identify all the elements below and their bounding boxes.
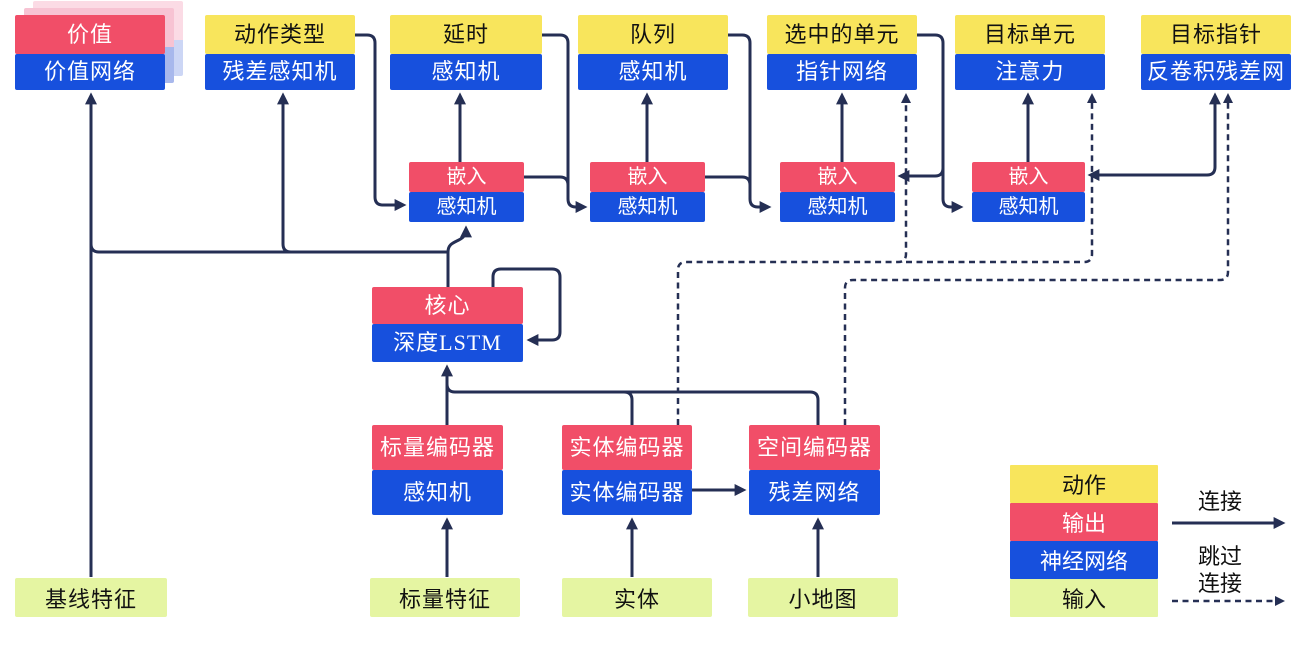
input-entities: 实体 (562, 578, 712, 617)
conn-spatial-encoder-to-core (445, 374, 820, 425)
conn-embed2-merge (705, 175, 752, 186)
node-value: 价值 价值网络 (15, 15, 165, 90)
conn-entity-encoder-to-core (623, 390, 634, 425)
legend-skip-label-line2: 连接 (1197, 571, 1242, 596)
node-embedding-2: 嵌入 感知机 (590, 162, 705, 222)
input-minimap: 小地图 (748, 578, 898, 617)
entity-encoder-network-label: 实体编码器 (562, 470, 692, 515)
entity-encoder-label: 实体编码器 (562, 425, 692, 470)
node-target-unit: 目标单元 注意力 (955, 15, 1105, 90)
node-core: 核心 深度LSTM (372, 287, 523, 362)
conn-action-type-to-embed1 (355, 33, 407, 211)
embedding-4-network-label: 感知机 (972, 192, 1085, 222)
queue-label: 队列 (578, 15, 728, 54)
conn-core-to-embed1 (446, 225, 472, 253)
legend-output: 输出 (1010, 503, 1158, 541)
queue-network-label: 感知机 (578, 54, 728, 90)
conn-queue-to-embed3 (728, 33, 772, 213)
legend-input: 输入 (1010, 579, 1158, 617)
node-entity-encoder: 实体编码器 实体编码器 (562, 425, 692, 515)
action-type-network-label: 残差感知机 (205, 54, 355, 90)
target-pointer-network-label: 反卷积残差网 (1141, 54, 1291, 90)
target-unit-label: 目标单元 (955, 15, 1105, 54)
node-scalar-encoder: 标量编码器 感知机 (372, 425, 503, 515)
delay-label: 延时 (390, 15, 542, 54)
embedding-1-label: 嵌入 (409, 162, 524, 192)
skip-spatial-to-target-pointer (843, 93, 1233, 425)
node-spatial-encoder: 空间编码器 残差网络 (749, 425, 880, 515)
legend-solid-arrow-label: 连接 (1197, 489, 1242, 514)
conn-delay-to-embed2 (542, 33, 588, 213)
core-network-label: 深度LSTM (372, 324, 523, 362)
conn-core-to-action-type (277, 92, 292, 254)
scalar-encoder-network-label: 感知机 (372, 470, 503, 515)
node-target-pointer: 目标指针 反卷积残差网 (1141, 15, 1291, 90)
node-delay: 延时 感知机 (390, 15, 542, 90)
legend-network: 神经网络 (1010, 541, 1158, 579)
node-embedding-1: 嵌入 感知机 (409, 162, 524, 222)
node-selected-units: 选中的单元 指针网络 (767, 15, 917, 90)
node-queue: 队列 感知机 (578, 15, 728, 90)
input-scalar-features: 标量特征 (370, 578, 520, 617)
node-embedding-3: 嵌入 感知机 (780, 162, 895, 222)
embedding-3-network-label: 感知机 (780, 192, 895, 222)
action-type-label: 动作类型 (205, 15, 355, 54)
conn-core-to-left (89, 243, 448, 254)
legend-skip-label-line1: 跳过 (1197, 544, 1242, 569)
embedding-2-label: 嵌入 (590, 162, 705, 192)
conn-embed4-target-pointer (1087, 92, 1221, 181)
conn-embed1-merge (524, 175, 570, 186)
conn-core-selfloop (491, 267, 562, 346)
value-output-label: 价值 (15, 15, 165, 54)
input-baseline-features: 基线特征 (15, 578, 167, 617)
embedding-1-network-label: 感知机 (409, 192, 524, 222)
core-label: 核心 (372, 287, 523, 324)
selected-units-label: 选中的单元 (767, 15, 917, 54)
spatial-encoder-label: 空间编码器 (749, 425, 880, 470)
conn-selected-units-to-embed4 (917, 33, 964, 213)
embedding-2-network-label: 感知机 (590, 192, 705, 222)
value-network-label: 价值网络 (15, 54, 165, 90)
scalar-encoder-label: 标量编码器 (372, 425, 503, 470)
embedding-4-label: 嵌入 (972, 162, 1085, 192)
node-embedding-4: 嵌入 感知机 (972, 162, 1085, 222)
node-action-type: 动作类型 残差感知机 (205, 15, 355, 90)
skip-entity-to-target-unit (906, 93, 1097, 264)
selected-units-network-label: 指针网络 (767, 54, 917, 90)
legend-action: 动作 (1010, 465, 1158, 503)
embedding-3-label: 嵌入 (780, 162, 895, 192)
spatial-encoder-network-label: 残差网络 (749, 470, 880, 515)
conn-selected-units-to-embed3 (897, 167, 945, 182)
skip-entity-to-selected-units (676, 93, 911, 425)
target-pointer-label: 目标指针 (1141, 15, 1291, 54)
delay-network-label: 感知机 (390, 54, 542, 90)
target-unit-network-label: 注意力 (955, 54, 1105, 90)
